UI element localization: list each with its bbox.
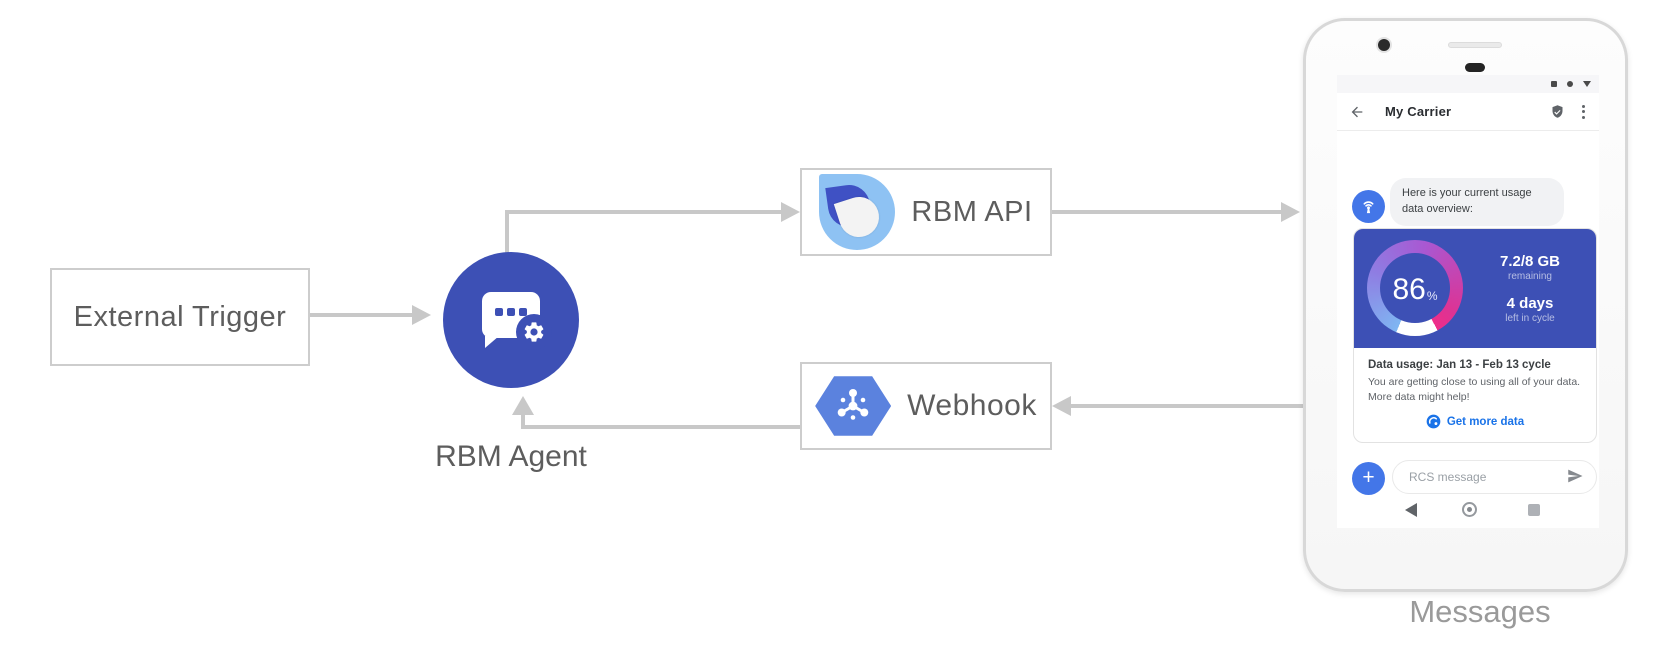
chat-dots-icon [482,308,540,316]
usage-card-details: Data usage: Jan 13 - Feb 13 cycle You ar… [1354,348,1596,441]
back-arrow-icon[interactable] [1349,104,1365,120]
connector-trigger-to-agent [310,313,412,317]
front-camera-dot [1378,39,1390,51]
usage-rich-card: 86 % 7.2/8 GB remaining 4 days left in c… [1353,228,1597,443]
speaker-grille [1448,42,1502,48]
usage-card-title: Data usage: Jan 13 - Feb 13 cycle [1368,359,1551,371]
connector-api-to-phone [1052,210,1282,214]
usage-gauge-panel: 86 % 7.2/8 GB remaining 4 days left in c… [1354,229,1596,348]
connector-webhook-to-agent [521,425,800,429]
usage-gauge: 86 % [1367,240,1463,336]
remaining-value: 7.2/8 GB [1499,253,1561,270]
nav-home-button[interactable] [1462,502,1477,517]
webhook-hexagon-icon [815,376,892,436]
usage-stats: 7.2/8 GB remaining 4 days left in cycle [1472,229,1588,348]
nav-recents-button[interactable] [1528,504,1540,516]
rbm-api-label: RBM API [911,195,1033,228]
node-rbm-api: RBM API [800,168,1052,256]
send-icon[interactable] [1566,467,1584,485]
gear-icon [516,314,552,350]
data-globe-icon [1426,415,1441,429]
broadcast-antenna-icon [1363,201,1374,214]
phone-screen: My Carrier Here is your current usage da… [1337,75,1599,528]
connector-agent-to-api [505,210,783,214]
usage-percent: 86 [1392,273,1426,306]
chat-message-bubble: Here is your current usage data overview… [1390,178,1564,226]
usage-percent-unit: % [1426,289,1438,303]
status-square-icon [1551,81,1557,87]
phone-caption: Messages [1409,594,1551,629]
get-more-data-label: Get more data [1446,415,1525,428]
status-circle-icon [1567,81,1573,87]
attach-plus-button[interactable]: + [1352,462,1385,495]
cycle-days-label: left in cycle [1505,313,1555,324]
webhook-label: Webhook [907,389,1037,422]
earpiece-slot [1465,63,1485,72]
rbm-api-logo-icon [819,174,896,250]
arrowhead-webhook-to-agent [512,396,534,415]
overflow-menu-button[interactable] [1580,103,1587,121]
connector-phone-to-webhook [1071,404,1303,408]
nav-back-button[interactable] [1405,503,1417,517]
chat-bubble-icon [482,292,552,350]
node-external-trigger: External Trigger [50,268,310,366]
rcs-message-input[interactable] [1392,460,1597,494]
agent-avatar [1352,190,1385,223]
external-trigger-label: External Trigger [73,300,287,333]
status-bar [1337,75,1599,93]
usage-card-body: You are getting close to using all of yo… [1368,376,1581,404]
arrowhead-phone-to-webhook [1052,396,1071,416]
app-bar: My Carrier [1337,93,1599,131]
remaining-label: remaining [1508,271,1552,282]
arrowhead-agent-to-api [781,202,800,222]
arrowhead-trigger-to-agent [412,305,431,325]
arrowhead-api-to-phone [1281,202,1300,222]
verified-shield-icon [1552,105,1563,118]
connector-agent-up [505,210,509,254]
status-triangle-icon [1583,81,1591,87]
node-rbm-agent [443,252,579,388]
rbm-agent-label: RBM Agent [435,440,587,473]
conversation-title: My Carrier [1385,104,1452,119]
node-webhook: Webhook [800,362,1052,450]
get-more-data-button[interactable]: Get more data [1368,414,1582,429]
connector-webhook-up [521,414,525,429]
cycle-days-value: 4 days [1506,295,1554,312]
